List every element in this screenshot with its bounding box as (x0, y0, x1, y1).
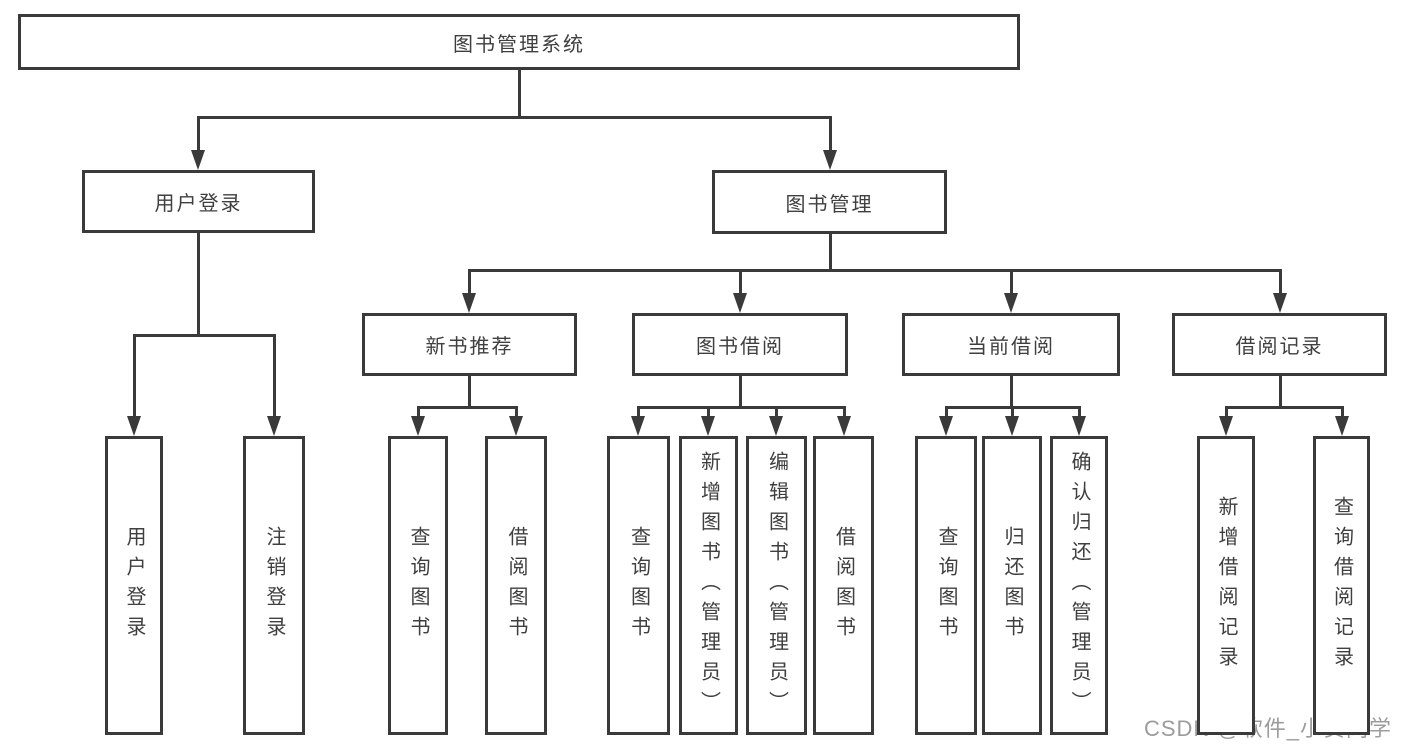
node-label-current-borrow: 当前借阅 (967, 336, 1055, 358)
node-current-borrow: 当前借阅 (902, 313, 1120, 376)
node-label-leaf-borrow-books-1: 借阅图书 (505, 525, 527, 646)
arrowhead-icon (1335, 416, 1349, 436)
node-label-leaf-query-books-3: 查询图书 (935, 525, 957, 646)
connector-line (467, 268, 1282, 272)
node-leaf-edit-book-admin: 编辑图书（管理员） (746, 436, 807, 735)
connector-line (132, 333, 276, 337)
node-leaf-add-borrow-record: 新增借阅记录 (1197, 436, 1255, 735)
connector-line (196, 117, 200, 154)
node-leaf-user-login: 用户登录 (105, 436, 163, 735)
node-label-leaf-edit-book-admin: 编辑图书（管理员） (765, 450, 788, 721)
arrowhead-icon (769, 416, 783, 436)
node-label-new-book-recommend: 新书推荐 (425, 336, 514, 358)
connector-line (517, 70, 521, 117)
node-root: 图书管理系统 (18, 14, 1020, 70)
arrowhead-icon (191, 150, 205, 170)
node-label-leaf-add-book-admin: 新增图书（管理员） (697, 450, 720, 721)
node-label-book-mgmt: 图书管理 (785, 193, 874, 216)
connector-line (467, 376, 471, 407)
connector-line (842, 407, 846, 420)
node-label-leaf-logout: 注销登录 (263, 525, 285, 646)
connector-line (1224, 405, 1344, 409)
connector-line (1009, 270, 1013, 297)
connector-line (944, 407, 948, 420)
node-leaf-add-book-admin: 新增图书（管理员） (679, 436, 738, 735)
node-leaf-query-books-1: 查询图书 (388, 436, 448, 735)
connector-line (706, 407, 710, 420)
arrowhead-icon (733, 293, 747, 313)
arrowhead-icon (837, 416, 851, 436)
connector-line (828, 234, 832, 270)
arrowhead-icon (939, 416, 953, 436)
connector-line (738, 270, 742, 297)
node-label-leaf-query-books-2: 查询图书 (627, 525, 650, 646)
connector-line (196, 115, 832, 119)
connector-line (467, 270, 471, 297)
connector-line (132, 335, 136, 420)
connector-line (1340, 407, 1344, 420)
arrowhead-icon (1072, 416, 1086, 436)
connector-line (636, 405, 846, 409)
node-leaf-query-books-2: 查询图书 (607, 436, 670, 735)
node-leaf-logout: 注销登录 (243, 436, 305, 735)
node-leaf-borrow-books-1: 借阅图书 (485, 436, 547, 735)
arrowhead-icon (823, 150, 837, 170)
arrowhead-icon (411, 416, 425, 436)
connector-line (636, 407, 640, 420)
connector-line (1278, 270, 1282, 297)
connector-line (828, 117, 832, 154)
arrowhead-icon (462, 293, 476, 313)
node-label-book-borrow: 图书借阅 (696, 336, 784, 358)
connector-line (1010, 407, 1014, 420)
node-leaf-confirm-return-admin: 确认归还（管理员） (1050, 436, 1108, 735)
node-label-leaf-confirm-return-admin: 确认归还（管理员） (1068, 450, 1090, 721)
connector-line (514, 407, 518, 420)
connector-line (416, 405, 518, 409)
node-borrow-records: 借阅记录 (1172, 313, 1387, 376)
arrowhead-icon (701, 416, 715, 436)
arrowhead-icon (1219, 416, 1233, 436)
arrowhead-icon (1004, 293, 1018, 313)
node-label-leaf-query-books-1: 查询图书 (407, 525, 429, 646)
node-label-root: 图书管理系统 (453, 33, 585, 56)
connector-line (1278, 376, 1282, 407)
node-label-borrow-records: 借阅记录 (1235, 336, 1324, 358)
node-label-leaf-borrow-books-2: 借阅图书 (832, 525, 855, 646)
arrowhead-icon (509, 416, 523, 436)
connector-line (196, 233, 200, 335)
connector-line (738, 376, 742, 407)
connector-line (1224, 407, 1228, 420)
connector-line (774, 407, 778, 420)
connector-line (272, 335, 276, 420)
node-new-book-recommend: 新书推荐 (362, 313, 577, 376)
node-label-leaf-user-login: 用户登录 (123, 525, 145, 646)
node-label-leaf-return-book: 归还图书 (1001, 525, 1023, 646)
node-leaf-query-borrow-record: 查询借阅记录 (1313, 436, 1370, 735)
arrowhead-icon (1273, 293, 1287, 313)
arrowhead-icon (631, 416, 645, 436)
node-label-leaf-query-borrow-record: 查询借阅记录 (1330, 495, 1353, 676)
node-label-user-login: 用户登录 (154, 193, 243, 215)
node-leaf-return-book: 归还图书 (982, 436, 1042, 735)
connector-line (1077, 407, 1081, 420)
node-user-login: 用户登录 (82, 170, 315, 233)
arrowhead-icon (1005, 416, 1019, 436)
node-book-borrow: 图书借阅 (632, 313, 848, 376)
arrowhead-icon (127, 416, 141, 436)
node-book-mgmt: 图书管理 (712, 170, 947, 234)
node-leaf-borrow-books-2: 借阅图书 (813, 436, 874, 735)
arrowhead-icon (267, 416, 281, 436)
node-label-leaf-add-borrow-record: 新增借阅记录 (1215, 495, 1237, 676)
node-leaf-query-books-3: 查询图书 (915, 436, 977, 735)
connector-line (416, 407, 420, 420)
connector-line (1009, 376, 1013, 407)
